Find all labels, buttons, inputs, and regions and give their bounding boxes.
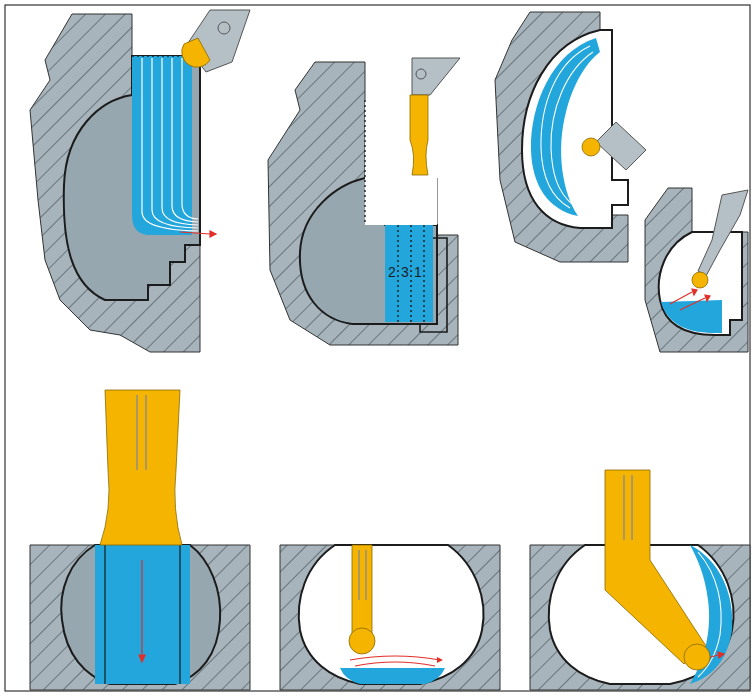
bent-tool-figure bbox=[530, 470, 750, 690]
turning-panel-2 bbox=[268, 58, 460, 345]
callout-number: 1 bbox=[414, 264, 422, 280]
callout-number: 3 bbox=[401, 264, 409, 280]
turning-panel-1 bbox=[30, 10, 250, 352]
plunge-figure bbox=[30, 390, 250, 690]
callout-number: 2 bbox=[388, 264, 396, 280]
profiling-panel-lower bbox=[645, 188, 748, 352]
profiling-panel-upper bbox=[495, 12, 646, 262]
frame bbox=[5, 5, 750, 691]
ball-end-figure bbox=[280, 545, 500, 690]
